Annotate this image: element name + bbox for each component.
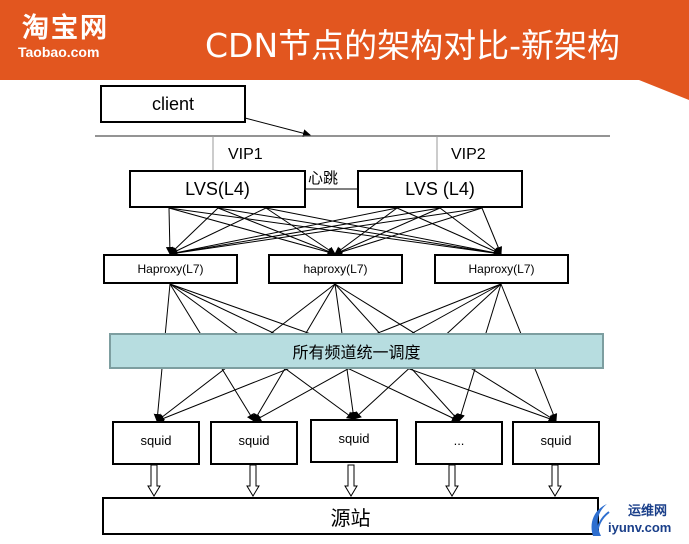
lvs-label-1: LVS(L4) [185, 178, 250, 199]
haproxy-label-2: haproxy(L7) [303, 262, 368, 276]
lvs-haproxy-line [169, 207, 441, 257]
squid-box-1: squid [112, 421, 200, 465]
lvs-haproxy-line [165, 207, 174, 255]
lvs-box-2: LVS (L4) [357, 170, 523, 208]
slide-header: 淘宝网 Taobao.com CDN节点的架构对比-新架构 [0, 0, 689, 80]
origin-box: 源站 [102, 497, 599, 535]
slide-title: CDN节点的架构对比-新架构 [205, 26, 621, 65]
lvs-haproxy-line [334, 207, 441, 255]
lvs-haproxy-line [396, 207, 502, 255]
lvs-haproxy-line [217, 207, 502, 257]
lvs-label-2: LVS (L4) [405, 178, 475, 199]
lvs-haproxy-line [169, 207, 483, 257]
header-corner-decoration [639, 80, 689, 100]
squid-label-2: squid [238, 433, 270, 448]
lvs-haproxy-line [265, 207, 336, 255]
squid-label-5: squid [540, 433, 572, 448]
squid-label-3: squid [338, 431, 370, 446]
lvs-haproxy-line [217, 207, 336, 256]
watermark-en: iyunv.com [608, 520, 672, 535]
schedule-label: 所有频道统一调度 [292, 343, 421, 362]
lvs-haproxy-line [481, 207, 503, 255]
hollow-down-arrow [548, 464, 562, 497]
client-box: client [100, 85, 246, 123]
taobao-logo-en: Taobao.com [18, 44, 100, 60]
squid-box-2: squid [210, 421, 298, 465]
hollow-down-arrow [147, 464, 161, 497]
lvs-haproxy-line [169, 207, 398, 257]
vip1-label: VIP1 [228, 146, 263, 163]
hollow-down-arrow [344, 464, 358, 497]
lvs-haproxy-line [334, 207, 398, 255]
squid-label-4: ... [453, 433, 465, 448]
squid-label-1: squid [140, 433, 172, 448]
haproxy-label-3: Haproxy(L7) [468, 262, 535, 276]
lvs-haproxy-line [334, 207, 483, 256]
lvs-haproxy-line [169, 207, 267, 255]
hollow-down-arrow [246, 464, 260, 497]
client-arrow [244, 117, 311, 138]
unified-schedule-bar: 所有频道统一调度 [109, 333, 604, 369]
lvs-haproxy-line [265, 207, 502, 257]
hollow-down-arrow [445, 464, 459, 497]
taobao-logo-cn: 淘宝网 [22, 13, 109, 44]
lvs-haproxy-line [168, 207, 336, 256]
lvs-to-haproxy-lines [165, 207, 503, 258]
lvs-haproxy-line [169, 207, 219, 255]
haproxy-box-2: haproxy(L7) [268, 254, 403, 284]
squid-to-origin-arrows [147, 464, 562, 497]
squid-box-4: ... [415, 421, 503, 465]
lvs-haproxy-line [439, 207, 502, 255]
haproxy-box-1: Haproxy(L7) [103, 254, 238, 284]
client-label: client [151, 93, 195, 114]
haproxy-label-1: Haproxy(L7) [137, 262, 204, 276]
heartbeat-label: 心跳 [308, 169, 339, 187]
lvs-box-1: LVS(L4) [129, 170, 306, 208]
watermark-cn: 运维网 [628, 504, 668, 519]
lvs-haproxy-line [168, 207, 502, 258]
watermark-logo-icon [591, 504, 610, 537]
vip2-label: VIP2 [451, 146, 486, 163]
squid-box-5: squid [512, 421, 600, 465]
squid-box-3: squid [310, 419, 398, 463]
origin-label: 源站 [330, 505, 371, 530]
haproxy-box-3: Haproxy(L7) [434, 254, 569, 284]
